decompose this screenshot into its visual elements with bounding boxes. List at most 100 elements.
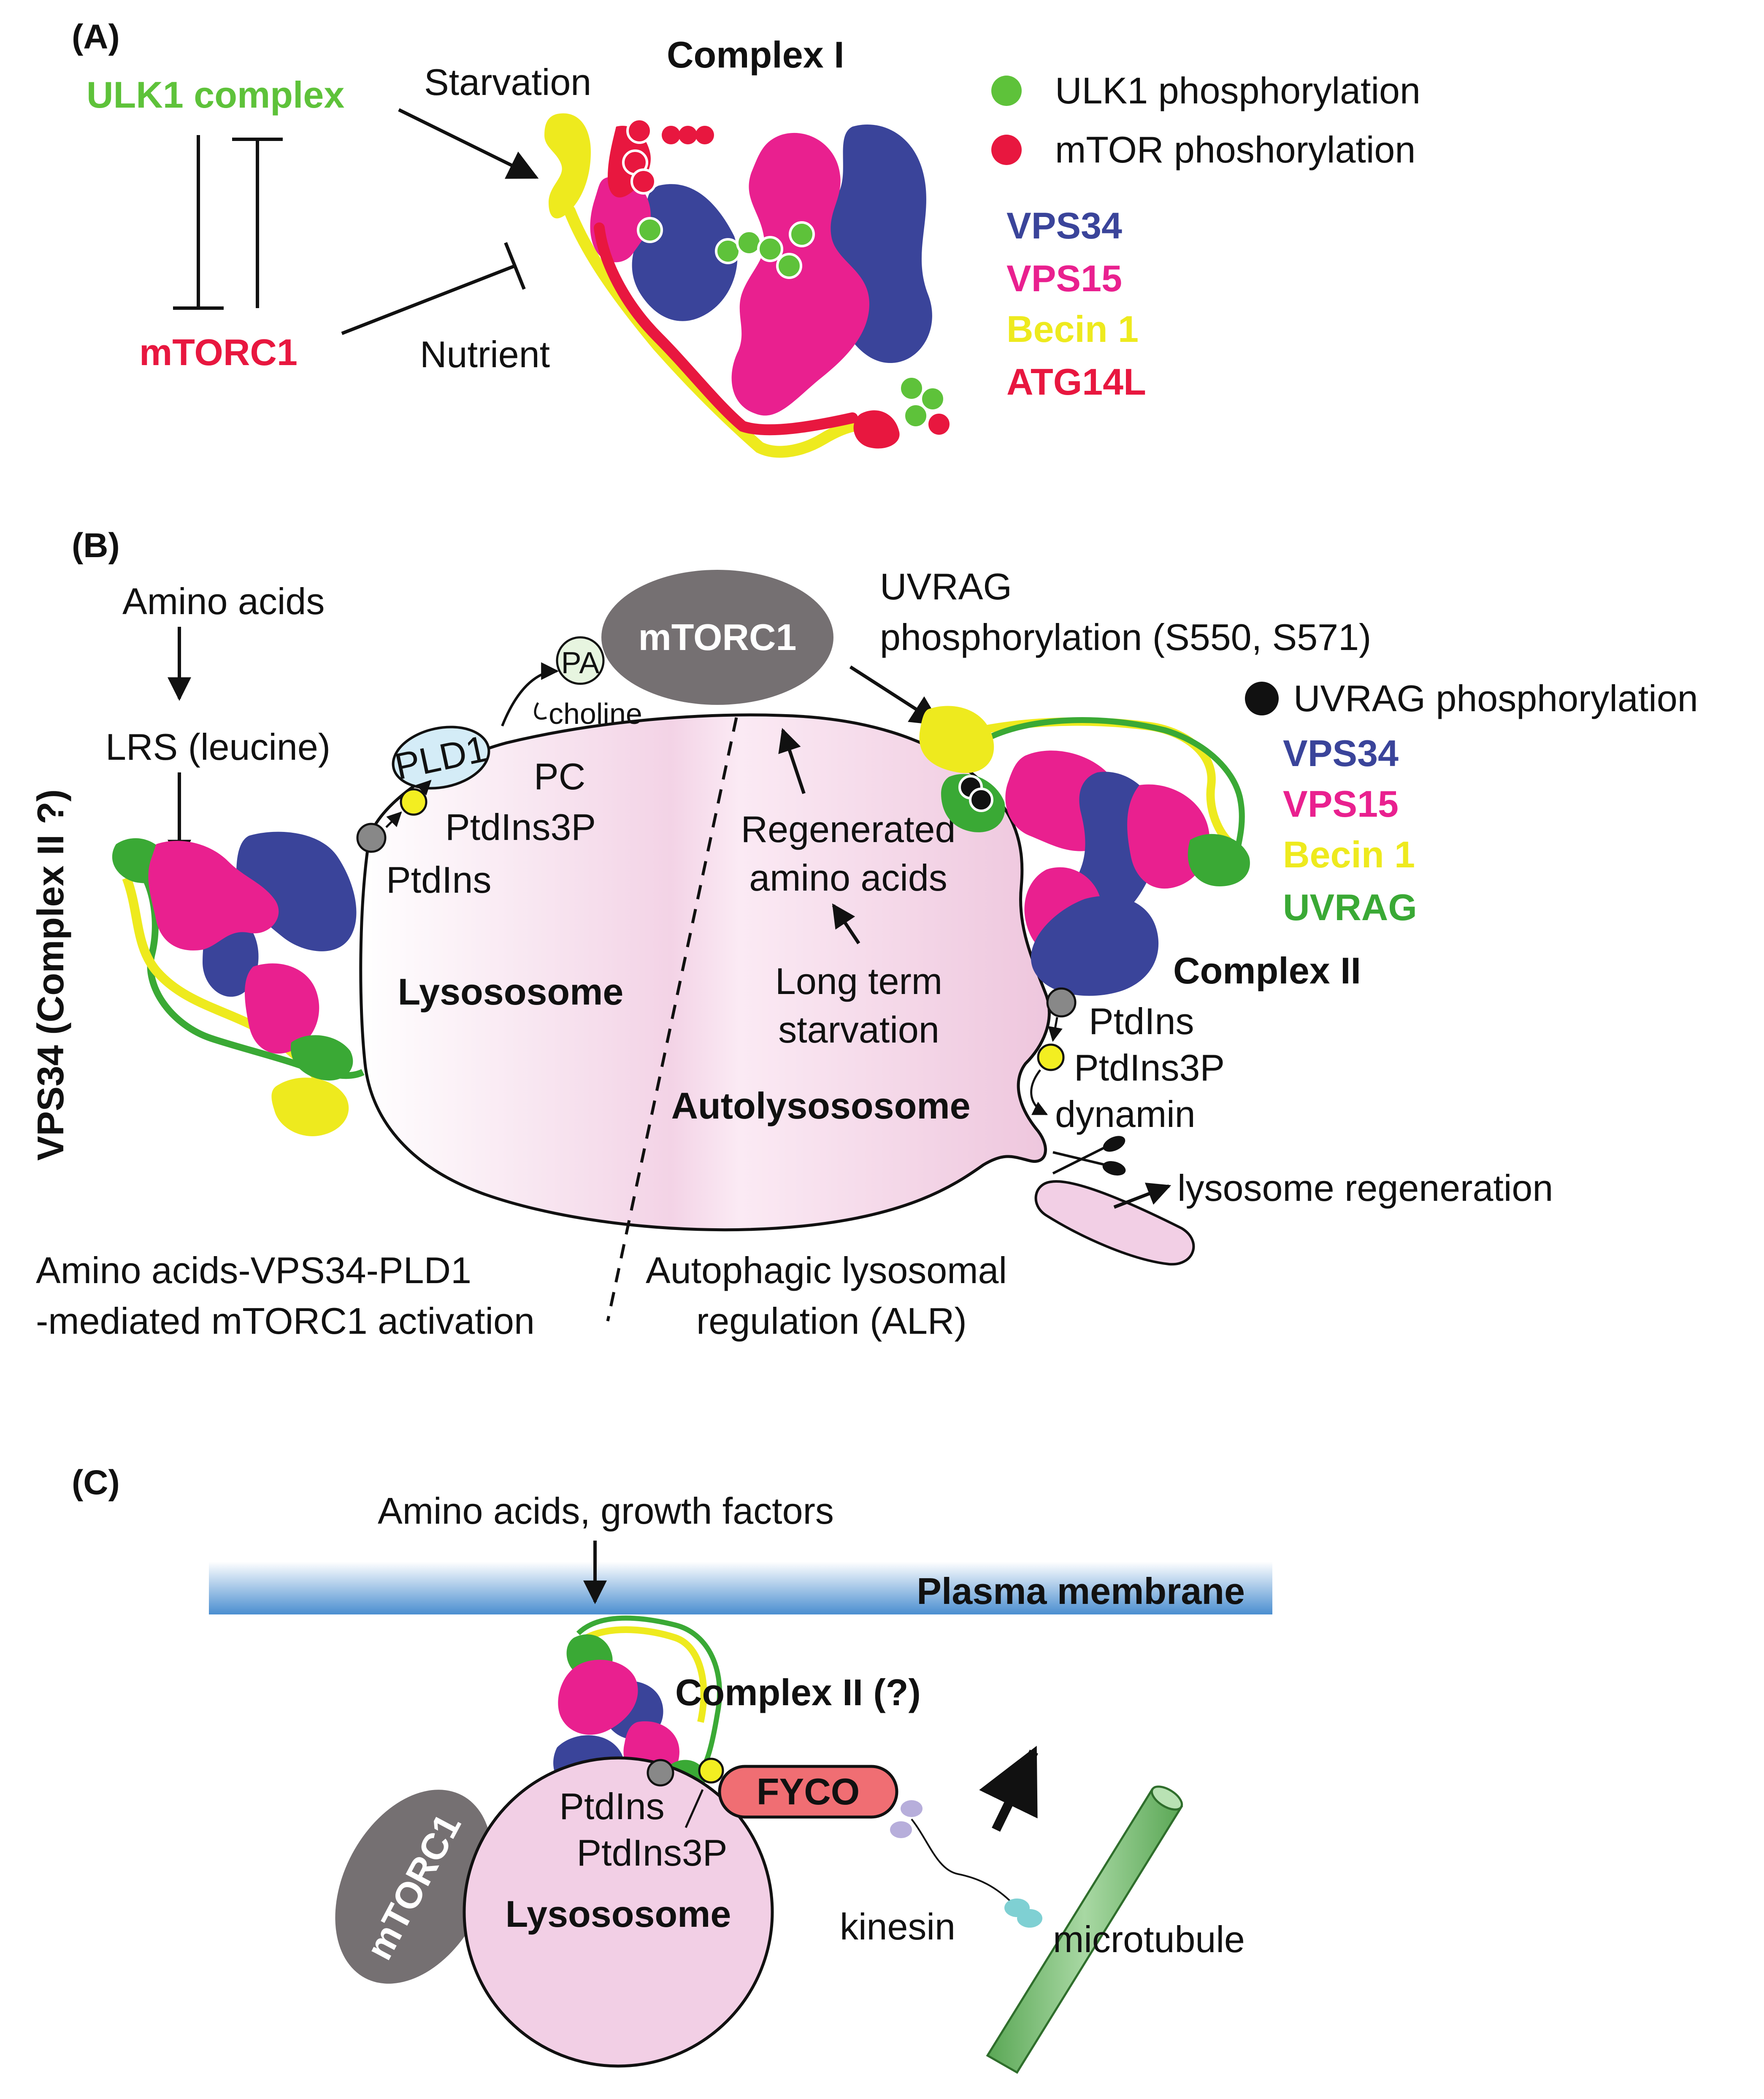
ptdins-label-r: PtdIns bbox=[1089, 1000, 1194, 1042]
panel-c: (C) Amino acids, growth factors Plasma m… bbox=[72, 1463, 1272, 2074]
mtorc1-oval-b bbox=[601, 570, 833, 705]
starvation-arrow bbox=[398, 108, 539, 179]
lysosome-circle-c bbox=[463, 1756, 774, 2068]
panel-b: (B) Amino acids LRS (leucine) VPS34 (Com… bbox=[30, 526, 1698, 1342]
pld1-oval bbox=[392, 726, 490, 790]
complex-i-title: Complex I bbox=[667, 34, 844, 76]
dashed-divider-b bbox=[606, 717, 738, 1322]
pc-label: PC bbox=[534, 756, 585, 797]
ptdins3p-pointer-c bbox=[684, 1789, 704, 1828]
left-complex-b bbox=[112, 831, 365, 1136]
legend-ulk-text: ULK1 phosphorylation bbox=[1055, 70, 1420, 111]
legend-uvrag-text: UVRAG phosphorylation bbox=[1293, 677, 1698, 719]
vps15-shape-c bbox=[558, 1660, 638, 1735]
pa-circle bbox=[556, 636, 605, 685]
ptdins-convert-arrow-r bbox=[1048, 1017, 1063, 1042]
ptdins-dot-b bbox=[356, 823, 387, 853]
microtubule-tube bbox=[986, 1785, 1183, 2074]
ptdins3p-label-c: PtdIns3P bbox=[576, 1832, 727, 1874]
kinesin-motor bbox=[890, 1800, 1042, 1928]
legend-uvrag-dot bbox=[1245, 682, 1279, 715]
nutrient-label: Nutrient bbox=[420, 333, 550, 375]
uvrag-tail-right bbox=[1188, 834, 1250, 886]
legend-b-vps34: VPS34 bbox=[1283, 732, 1399, 774]
uvrag-phos-line1: UVRAG bbox=[880, 566, 1012, 607]
panel-a: (A) ULK1 complex mTORC1 Starvation Nutri… bbox=[72, 18, 1420, 458]
ptdins3p-dot-b bbox=[400, 788, 427, 816]
complex-i-structure bbox=[544, 113, 952, 458]
caption-left-1: Amino acids-VPS34-PLD1 bbox=[36, 1249, 471, 1291]
legend-a-vps34: VPS34 bbox=[1006, 205, 1122, 246]
atg14l-coil-a bbox=[594, 222, 858, 436]
regeneration-arrow bbox=[1113, 1182, 1171, 1209]
ptdins3p-label-r: PtdIns3P bbox=[1074, 1047, 1225, 1089]
vps34-complex-side-label: VPS34 (Complex II ?) bbox=[30, 789, 71, 1161]
plasma-membrane-label: Plasma membrane bbox=[917, 1570, 1245, 1612]
legend-b-becin1: Becin 1 bbox=[1283, 834, 1415, 875]
ptdins3p-dot-c bbox=[698, 1758, 724, 1784]
ptdins-label-b: PtdIns bbox=[386, 859, 491, 901]
legend-mtor-dot bbox=[991, 135, 1022, 165]
starvation-label: Starvation bbox=[424, 61, 591, 103]
ptdins-label-c: PtdIns bbox=[559, 1785, 664, 1827]
nutrient-inhibit-line bbox=[341, 264, 516, 335]
panel-b-label: (B) bbox=[72, 526, 120, 565]
ptdins-dot-c bbox=[647, 1759, 674, 1787]
amino-acids-label: Amino acids bbox=[122, 580, 325, 622]
dynamin-label: dynamin bbox=[1055, 1093, 1196, 1135]
pi3p-to-dynamin-arrow bbox=[1030, 1069, 1048, 1116]
movement-arrow-c bbox=[979, 1746, 1038, 1832]
becin1-shape-a bbox=[544, 113, 591, 219]
ptdins-dot-r bbox=[1046, 987, 1077, 1018]
mtorc1-oval-c bbox=[335, 1790, 492, 1984]
choline-label: choline bbox=[549, 697, 642, 730]
vps15-shape-left bbox=[148, 841, 279, 951]
pa-label: PA bbox=[561, 646, 600, 680]
kinesin-label: kinesin bbox=[840, 1906, 955, 1947]
regen-to-mtorc1-arrow bbox=[778, 728, 806, 794]
complex-ii-label-b: Complex II bbox=[1173, 950, 1361, 991]
legend-a-vps15: VPS15 bbox=[1006, 257, 1122, 299]
mtorc1-label-a: mTORC1 bbox=[139, 331, 298, 373]
legend-b-vps15: VPS15 bbox=[1283, 783, 1399, 825]
legend-ulk-dot bbox=[991, 76, 1022, 106]
vps15-shape-a bbox=[731, 133, 869, 416]
panel-c-label: (C) bbox=[72, 1463, 120, 1502]
vps34-shape-a2 bbox=[632, 184, 738, 321]
vps34-shape-right2 bbox=[1031, 896, 1159, 996]
uvrag-coil-right bbox=[977, 717, 1245, 857]
caption-left-2: -mediated mTORC1 activation bbox=[36, 1300, 535, 1342]
lts-line2: starvation bbox=[778, 1009, 939, 1051]
microtubule-label: microtubule bbox=[1053, 1918, 1245, 1960]
autolysosome-label: Autolysososome bbox=[671, 1085, 970, 1127]
vps15-shape-left2 bbox=[245, 963, 319, 1054]
becin1-coil-c bbox=[585, 1626, 707, 1723]
regen-line2: amino acids bbox=[749, 857, 947, 899]
input-label-c: Amino acids, growth factors bbox=[378, 1490, 834, 1532]
ulk1-complex-label: ULK1 complex bbox=[87, 74, 344, 116]
lysosome-regeneration-label: lysosome regeneration bbox=[1177, 1167, 1553, 1209]
scissors-icon bbox=[1052, 1136, 1126, 1176]
phospho-dots-a bbox=[622, 118, 952, 437]
lrs-label: LRS (leucine) bbox=[106, 726, 330, 768]
plasma-membrane bbox=[209, 1562, 1272, 1614]
panel-a-label: (A) bbox=[72, 18, 120, 56]
regenerated-tubule bbox=[1034, 1180, 1195, 1266]
fyco-label: FYCO bbox=[757, 1771, 860, 1812]
uvrag-tail-left bbox=[290, 1035, 353, 1081]
lysosome-body-b bbox=[359, 713, 1051, 1232]
atg14l-tail-a bbox=[853, 410, 900, 449]
ptdins-convert-arrow-b bbox=[385, 811, 402, 828]
lts-line1: Long term bbox=[775, 960, 942, 1002]
pld1-to-pa-arrow bbox=[501, 662, 559, 727]
choline-branch bbox=[534, 702, 547, 720]
legend-b-uvrag: UVRAG bbox=[1283, 886, 1417, 928]
legend-mtor-text: mTOR phoshorylation bbox=[1055, 129, 1415, 171]
mtorc1-label-b: mTORC1 bbox=[639, 616, 797, 658]
uvrag-phos-dot-2 bbox=[969, 788, 993, 812]
legend-a-atg14l: ATG14L bbox=[1006, 361, 1146, 403]
uvrag-coil-c bbox=[576, 1615, 722, 1766]
ptdins3p-dot-r bbox=[1037, 1043, 1065, 1071]
